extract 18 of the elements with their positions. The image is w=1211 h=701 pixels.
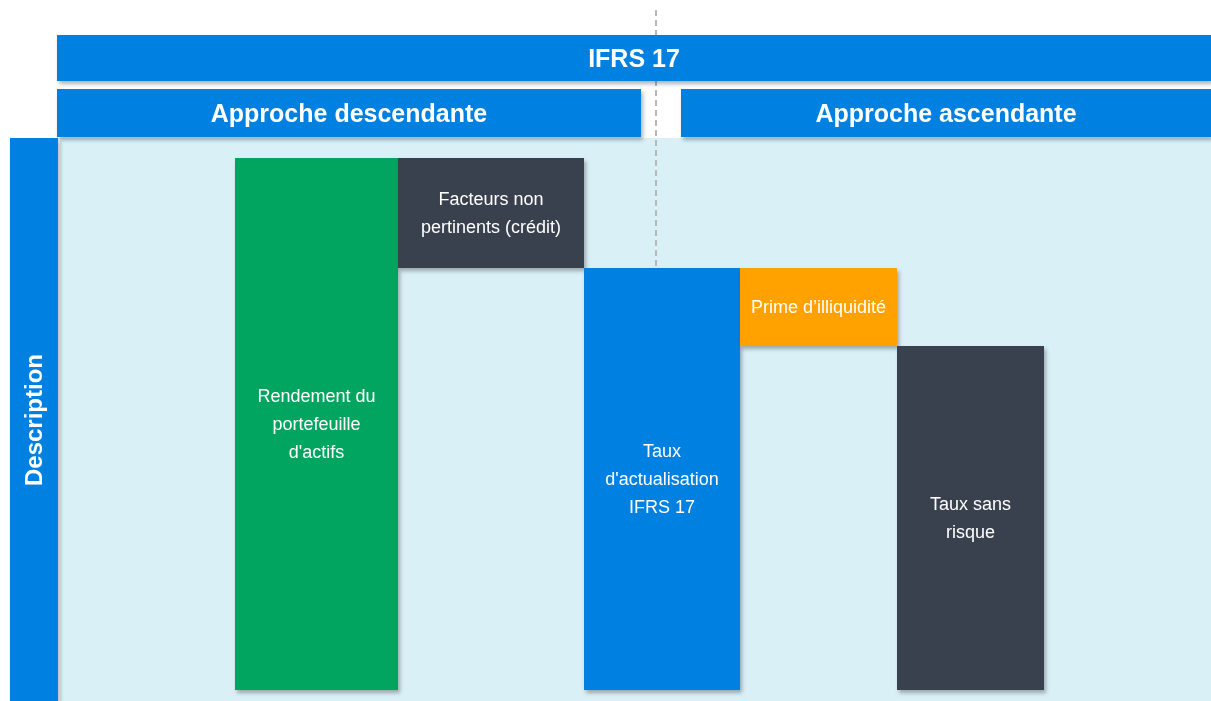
bar-label: Rendement du portefeuille d'actifs xyxy=(256,385,377,464)
header-bar xyxy=(57,89,641,137)
header-bar xyxy=(681,89,1211,137)
waterfall-bar xyxy=(897,346,1044,690)
bar-label: Taux sans risque xyxy=(928,493,1012,544)
waterfall-bar xyxy=(584,268,740,690)
bar-label: Taux d'actualisation IFRS 17 xyxy=(604,440,720,519)
waterfall-bar xyxy=(398,158,584,268)
header-bar xyxy=(57,35,1211,81)
waterfall-bar xyxy=(740,268,897,346)
bar-label: IFRS 17 xyxy=(588,43,680,73)
waterfall-bar xyxy=(235,158,398,690)
bar-label: Facteurs non pertinents (crédit) xyxy=(419,188,563,239)
bar-label: Approche descendante xyxy=(210,98,488,128)
bar-label: Approche ascendante xyxy=(815,98,1077,128)
side-header-bar xyxy=(10,138,58,701)
bar-label: Prime d’illiquidité xyxy=(750,296,887,319)
bar-label: Description xyxy=(20,353,48,486)
